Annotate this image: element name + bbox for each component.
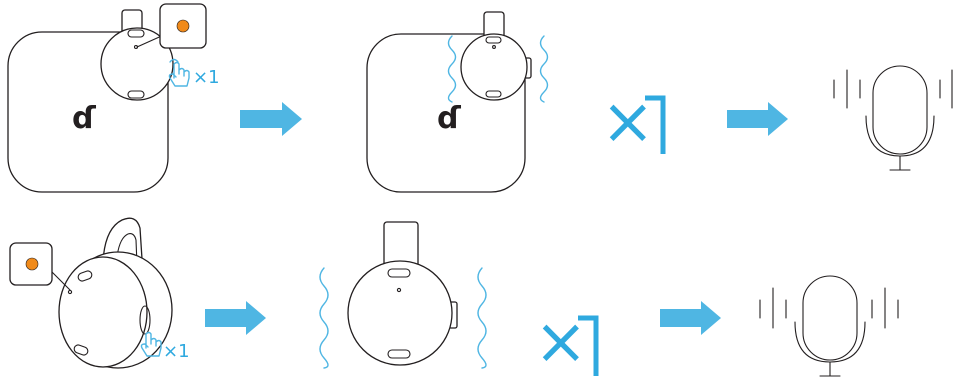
arrow-right-icon (727, 102, 788, 136)
brand-logo: ɗ (72, 101, 97, 136)
puck-slot-top-2 (485, 36, 502, 44)
vibration-wave-icon (447, 35, 457, 103)
step1-base-with-puck: ɗ ×1 (7, 3, 220, 193)
callout-line-2 (49, 269, 71, 291)
vibration-wave-icon (477, 267, 487, 369)
puck-device-2 (460, 33, 528, 101)
microphone-icon (833, 65, 953, 171)
puck-slot-top (127, 29, 145, 38)
count-indicator: × (601, 85, 666, 159)
count-one-mark (645, 95, 666, 154)
arrow-right-icon (240, 102, 302, 136)
side-button (139, 305, 151, 335)
count-indicator-2: × (534, 305, 599, 379)
press-count-label: ×1 (193, 67, 220, 88)
led-indicator-icon (25, 257, 39, 271)
count-one-mark-2 (578, 315, 599, 376)
microphone-icon (759, 275, 899, 377)
step2-puck-vibrating (319, 221, 487, 369)
puck-device (100, 27, 174, 101)
vibration-wave-icon (539, 35, 549, 103)
arrow-right-icon (205, 301, 266, 335)
arrow-right-icon (660, 301, 721, 335)
vibration-wave-icon (319, 267, 329, 369)
puck-device-3 (347, 260, 453, 366)
step2-puck-side-view: ×1 (9, 217, 190, 369)
brand-logo-2: ɗ (437, 101, 462, 136)
hand-press-icon (140, 331, 162, 357)
step2-base-vibrating: ɗ (366, 11, 549, 193)
press-count-label-2: ×1 (163, 341, 190, 362)
puck-led-hole-2 (492, 45, 496, 49)
puck-slot-bottom (127, 90, 145, 99)
puck-slot-bottom-2 (485, 90, 502, 98)
puck-face (58, 256, 148, 368)
hand-press-icon (168, 58, 190, 87)
led-indicator-icon (176, 19, 190, 33)
